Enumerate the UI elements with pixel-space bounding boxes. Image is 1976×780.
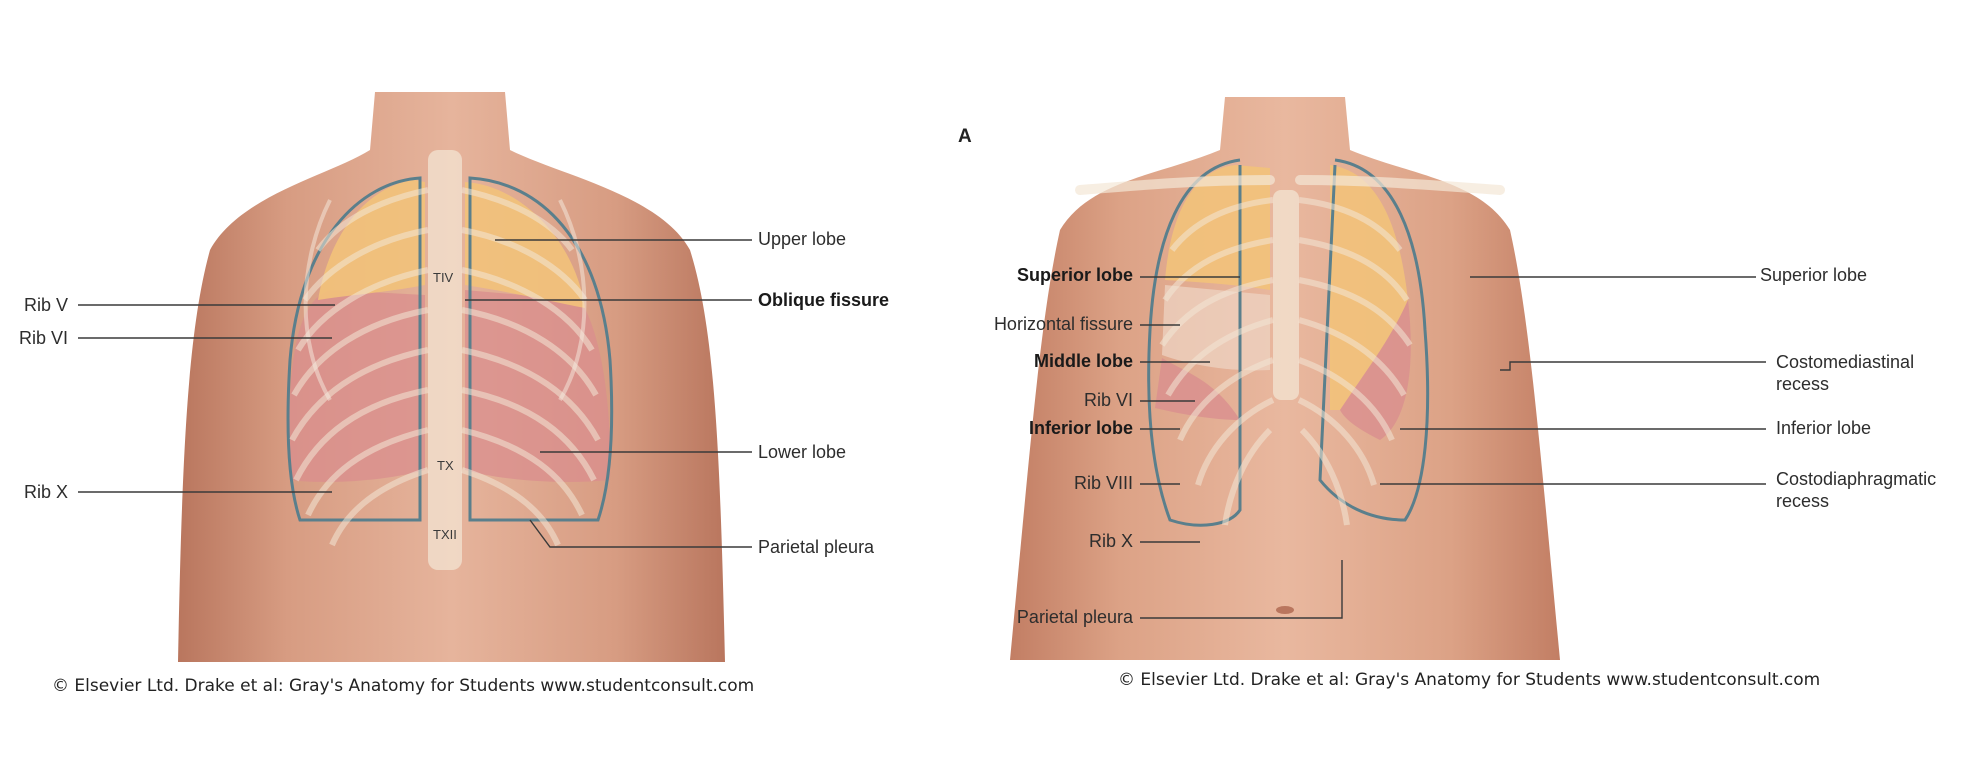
posterior-thorax-illustration (78, 92, 752, 662)
back-label-parietal-pleura: Parietal pleura (758, 537, 875, 557)
back-leader-lines (78, 239, 752, 548)
front-label-costodiaphragmatic-line2: recess (1776, 491, 1830, 511)
back-label-rib-v: Rib V (24, 295, 69, 315)
back-left-upper-lobe (318, 180, 425, 300)
front-left-inferior-lobe (1340, 300, 1411, 440)
anterior-thorax-panel: A (940, 0, 1976, 780)
front-label-inferior-lobe-right: Inferior lobe (1776, 418, 1872, 438)
vertebra-t10-label: TX (437, 458, 454, 473)
back-right-pleura (468, 176, 614, 522)
front-right-superior-lobe (1165, 165, 1270, 290)
front-ribs (1159, 197, 1413, 526)
front-copyright-credit: © Elsevier Ltd. Drake et al: Gray's Anat… (1118, 670, 1821, 690)
back-left-pleura (286, 176, 422, 522)
back-label-rib-vi: Rib VI (19, 328, 69, 348)
front-leader-lines (1140, 276, 1766, 619)
back-label-oblique-fissure: Oblique fissure (758, 290, 890, 310)
front-left-pleura (1318, 158, 1430, 522)
front-label-costodiaphragmatic-line1: Costodiaphragmatic (1776, 469, 1937, 489)
front-label-superior-lobe-right: Superior lobe (1760, 265, 1868, 285)
anterior-thorax-illustration (1010, 97, 1766, 660)
back-copyright-credit: © Elsevier Ltd. Drake et al: Gray's Anat… (52, 676, 755, 696)
front-label-superior-lobe-left: Superior lobe (1016, 265, 1133, 285)
front-right-clavicle (1295, 175, 1505, 195)
posterior-thorax-panel: TIV TX TXII Rib V Rib VI Rib X Upper lob… (0, 0, 980, 780)
back-vertebral-column (428, 150, 462, 570)
front-right-middle-lobe (1162, 285, 1270, 371)
back-label-rib-x: Rib X (24, 482, 69, 502)
panel-letter-label: A (958, 126, 972, 147)
front-label-parietal-pleura: Parietal pleura (1016, 607, 1133, 627)
front-label-rib-viii: Rib VIII (1073, 473, 1133, 493)
vertebra-t4-label: TIV (433, 270, 454, 285)
front-label-inferior-lobe-left: Inferior lobe (1028, 418, 1133, 438)
front-left-clavicle (1075, 175, 1275, 195)
front-right-inferior-lobe (1155, 358, 1240, 420)
vertebra-t12-label: TXII (433, 527, 457, 542)
back-label-upper-lobe: Upper lobe (758, 229, 847, 249)
front-right-pleura (1147, 158, 1242, 527)
front-left-superior-lobe (1330, 165, 1408, 410)
back-right-lower-lobe (465, 290, 611, 482)
back-label-lower-lobe: Lower lobe (758, 442, 847, 462)
front-label-costomediastinal-line1: Costomediastinal (1776, 352, 1915, 372)
back-ribs (289, 187, 601, 547)
front-label-rib-x: Rib X (1088, 531, 1133, 551)
front-label-middle-lobe: Middle lobe (1034, 351, 1133, 371)
sternum (1273, 190, 1299, 400)
front-label-rib-vi: Rib VI (1083, 390, 1133, 410)
front-label-horizontal-fissure: Horizontal fissure (993, 314, 1133, 334)
back-left-scapula (303, 199, 332, 402)
navel (1276, 606, 1294, 614)
front-label-costomediastinal-line2: recess (1776, 374, 1830, 394)
